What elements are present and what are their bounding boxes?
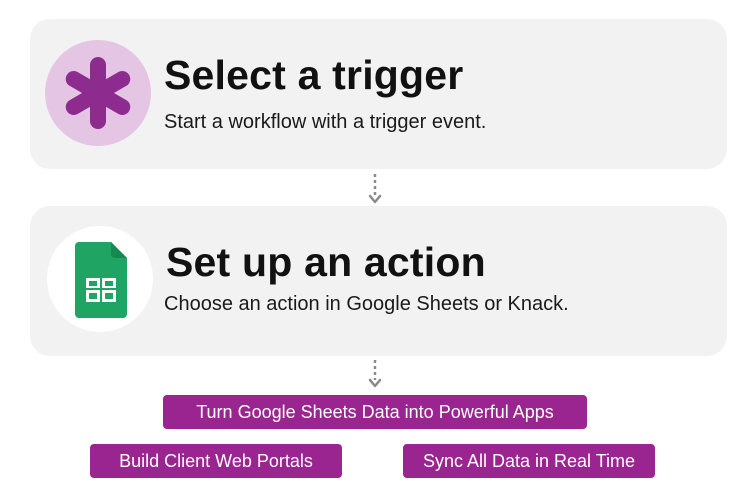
trigger-description: Start a workflow with a trigger event. bbox=[164, 111, 487, 133]
action-description: Choose an action in Google Sheets or Kna… bbox=[164, 293, 569, 315]
trigger-step-card[interactable]: Select a trigger Start a workflow with a… bbox=[30, 19, 727, 169]
action-step-card[interactable]: Set up an action Choose an action in Goo… bbox=[30, 206, 727, 356]
google-sheets-icon bbox=[75, 242, 127, 318]
trigger-title: Select a trigger bbox=[164, 52, 464, 98]
connector-arrow-icon bbox=[368, 174, 382, 204]
trigger-icon-circle bbox=[45, 40, 151, 146]
connector-arrow-icon bbox=[368, 360, 382, 388]
action-title: Set up an action bbox=[166, 239, 486, 285]
tag-google-sheets-apps[interactable]: Turn Google Sheets Data into Powerful Ap… bbox=[163, 395, 587, 429]
tag-sync-real-time[interactable]: Sync All Data in Real Time bbox=[403, 444, 655, 478]
asterisk-icon bbox=[65, 57, 131, 129]
action-icon-circle bbox=[47, 226, 153, 332]
tag-client-web-portals[interactable]: Build Client Web Portals bbox=[90, 444, 342, 478]
